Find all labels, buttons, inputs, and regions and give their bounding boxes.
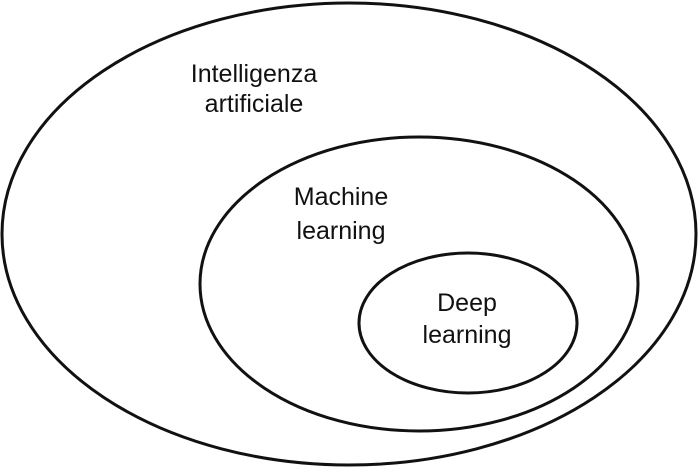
- middle-set-label-line2: learning: [297, 217, 386, 245]
- outer-set-label-line1: Intelligenza: [191, 60, 318, 88]
- inner-set-label-line2: learning: [423, 321, 512, 349]
- inner-set-ellipse: [357, 251, 579, 395]
- inner-set-label-line1: Deep: [437, 289, 497, 317]
- outer-set-label-line2: artificiale: [205, 90, 304, 118]
- middle-set-ellipse: [198, 135, 640, 433]
- middle-set-label-line1: Machine: [294, 183, 389, 211]
